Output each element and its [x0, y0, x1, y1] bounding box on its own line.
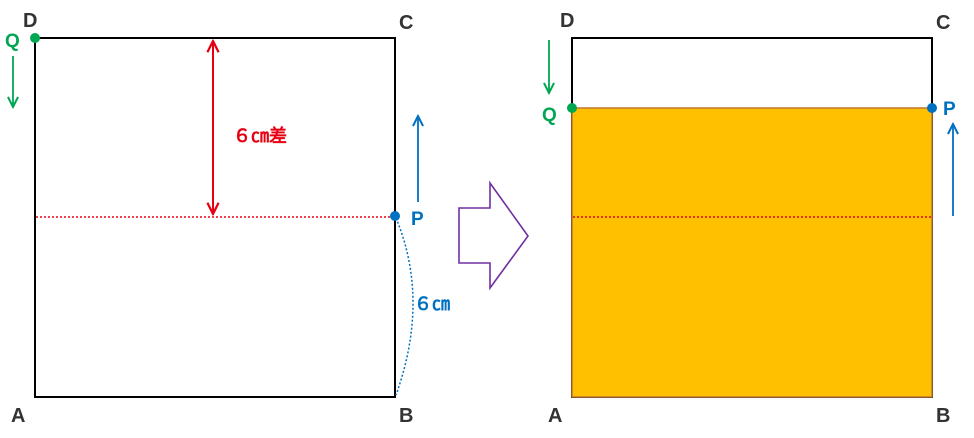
arc-measure — [395, 217, 414, 396]
right-point-q-dot — [567, 103, 577, 113]
transition-arrow — [458, 180, 529, 291]
right-vertex-b: B — [936, 405, 950, 427]
right-point-q-label: Q — [542, 105, 557, 126]
vertex-d: D — [23, 10, 37, 32]
left-figure: ６㎝差 ６㎝ Q P A B C D — [5, 10, 450, 427]
point-q-label: Q — [5, 31, 20, 52]
arc-label: ６㎝ — [414, 294, 450, 315]
vertex-c: C — [399, 12, 413, 34]
point-p-dot — [390, 211, 400, 221]
right-vertex-c: C — [936, 12, 950, 34]
vertex-a: A — [11, 405, 25, 427]
right-figure: Q P A B C D — [542, 10, 956, 427]
right-point-p-label: P — [943, 99, 956, 120]
filled-region — [571, 107, 933, 398]
difference-label: ６㎝差 — [233, 125, 287, 147]
point-p-label: P — [411, 209, 424, 230]
right-point-p-dot — [927, 103, 937, 113]
vertex-b: B — [399, 405, 413, 427]
right-vertex-a: A — [548, 405, 562, 427]
right-vertex-d: D — [560, 10, 574, 32]
point-q-dot — [30, 33, 40, 43]
